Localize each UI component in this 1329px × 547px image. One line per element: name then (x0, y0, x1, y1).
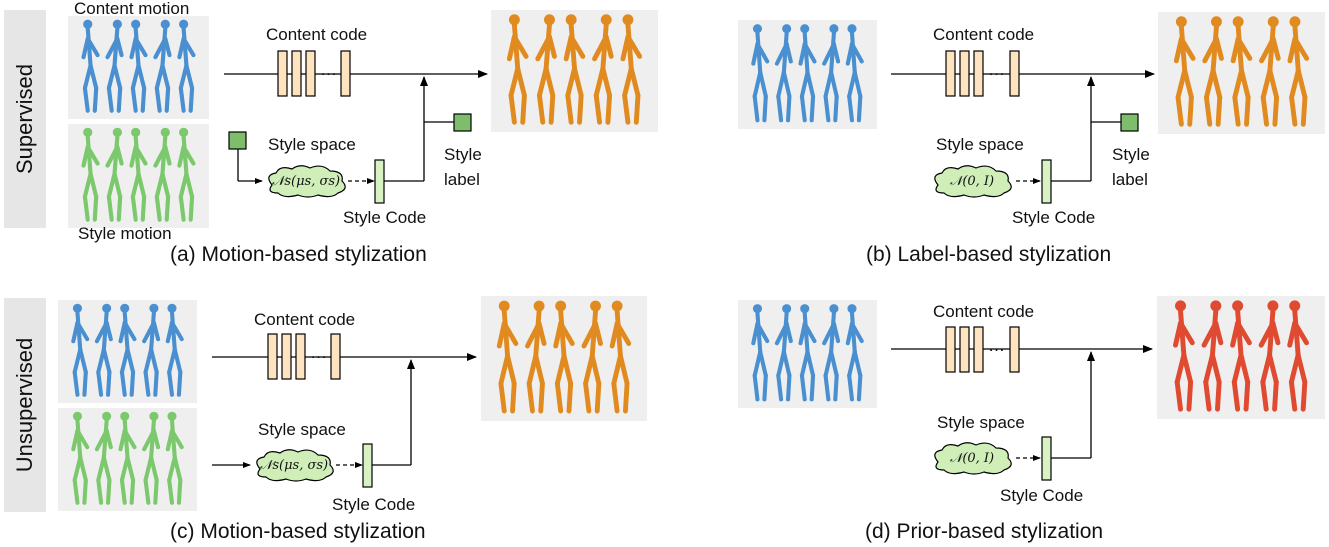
skeleton-figure (153, 127, 172, 222)
code-dots: … (310, 343, 327, 362)
skeleton-figure (822, 304, 841, 402)
skeleton-figure (553, 300, 575, 414)
style-space-cloud: 𝒩s(μs, σs) (250, 447, 338, 483)
content-motion-image (68, 16, 209, 119)
skeleton-figure (1230, 16, 1253, 127)
style-code-label: Style Code (343, 208, 427, 227)
content-code-boxes (267, 50, 1020, 380)
style-code-boxes (362, 159, 1052, 488)
skeleton-figure (798, 304, 817, 402)
skeleton-figure (177, 127, 196, 222)
skeleton-figure (798, 24, 817, 123)
skeleton-figure (1287, 16, 1310, 127)
style-label-squares (228, 113, 1139, 150)
skeleton-figure (620, 14, 643, 125)
skeleton-figure (1230, 300, 1252, 412)
skeleton-figure (1258, 300, 1281, 412)
skeleton-figure (81, 19, 100, 113)
skeleton-figure (71, 303, 90, 397)
skeleton-figure (165, 303, 184, 397)
style-label-text: label (1112, 170, 1148, 189)
output-motion-image (481, 296, 647, 421)
code-dots: … (988, 336, 1005, 355)
skeleton-figure (496, 300, 519, 414)
style-code-label: Style Code (1000, 486, 1084, 505)
style-motion-label: Style motion (78, 224, 172, 243)
skeleton-figure (609, 300, 632, 414)
panel-caption: (a) Motion-based stylization (170, 243, 427, 266)
style-space-cloud: 𝒩s(μs, σs) (262, 163, 350, 199)
skeleton-figure (774, 304, 793, 402)
skeleton-figure (1259, 16, 1281, 127)
panel-caption: (b) Label-based stylization (866, 243, 1112, 266)
skeleton-figure (81, 127, 100, 222)
skeleton-figure (105, 19, 124, 113)
skeleton-figure (822, 24, 841, 123)
style-motion-image (68, 124, 209, 228)
style-code-label: Style Code (332, 495, 416, 514)
panel-caption: (d) Prior-based stylization (865, 520, 1104, 543)
skeleton-figure (142, 303, 161, 397)
style-space-label: Style space (258, 420, 346, 439)
content-code-label: Content code (933, 302, 1035, 321)
code-dots: … (320, 60, 337, 79)
skeleton-figure (581, 300, 603, 414)
style-space-cloud: 𝒩(0, I) (928, 440, 1016, 476)
skeleton-figure (751, 24, 770, 123)
skeleton-figure (774, 24, 793, 123)
style-space-label: Style space (268, 135, 356, 154)
output-motion-image (1157, 296, 1325, 419)
skeleton-figure (845, 304, 864, 402)
skeleton-figure (129, 127, 148, 222)
style-space-label: Style space (937, 413, 1025, 432)
skeleton-figure (592, 14, 614, 125)
content-motion-label: Content motion (74, 0, 190, 18)
skeleton-figure (1201, 300, 1224, 412)
output-motion-image (1158, 12, 1325, 134)
skeleton-figure (506, 14, 529, 125)
skeleton-figure (129, 19, 148, 113)
style-label-text: Style (444, 145, 482, 164)
content-code-label: Content code (933, 25, 1035, 44)
skeleton-figure (71, 411, 90, 505)
style-space-label: Style space (936, 135, 1024, 154)
skeleton-figure (1173, 16, 1196, 127)
content-code-label: Content code (266, 25, 368, 44)
skeleton-figure (563, 14, 586, 125)
style-motion-image (58, 408, 197, 511)
skeleton-figure (1287, 300, 1309, 412)
skeleton-figure (94, 303, 113, 397)
skeleton-figure (94, 411, 113, 505)
skeleton-figure (165, 411, 184, 505)
skeleton-figure (118, 411, 137, 505)
skeleton-figure (142, 411, 161, 505)
skeleton-figure (1202, 16, 1224, 127)
output-motion-image (491, 10, 658, 132)
skeleton-figure (845, 24, 864, 123)
content-motion-image (58, 300, 197, 403)
content-motion-image (738, 300, 877, 408)
panel-caption: (c) Motion-based stylization (170, 520, 426, 543)
skeleton-figure (751, 304, 770, 402)
code-dots: … (988, 60, 1005, 79)
skeleton-figure (535, 14, 557, 125)
skeleton-figure (177, 19, 196, 113)
skeleton-figure (153, 19, 172, 113)
skeleton-figure (105, 127, 124, 222)
content-code-label: Content code (254, 310, 356, 329)
skeleton-figure (118, 303, 137, 397)
row-label-unsupervised: Unsupervised (4, 298, 46, 512)
style-label-text: label (444, 170, 480, 189)
style-space-cloud: 𝒩(0, I) (928, 163, 1016, 199)
style-code-label: Style Code (1012, 208, 1096, 227)
skeleton-figure (1173, 300, 1195, 412)
skeleton-figure (525, 300, 547, 414)
content-motion-image (738, 20, 877, 129)
style-label-text: Style (1112, 145, 1150, 164)
row-label-supervised: Supervised (4, 10, 46, 228)
